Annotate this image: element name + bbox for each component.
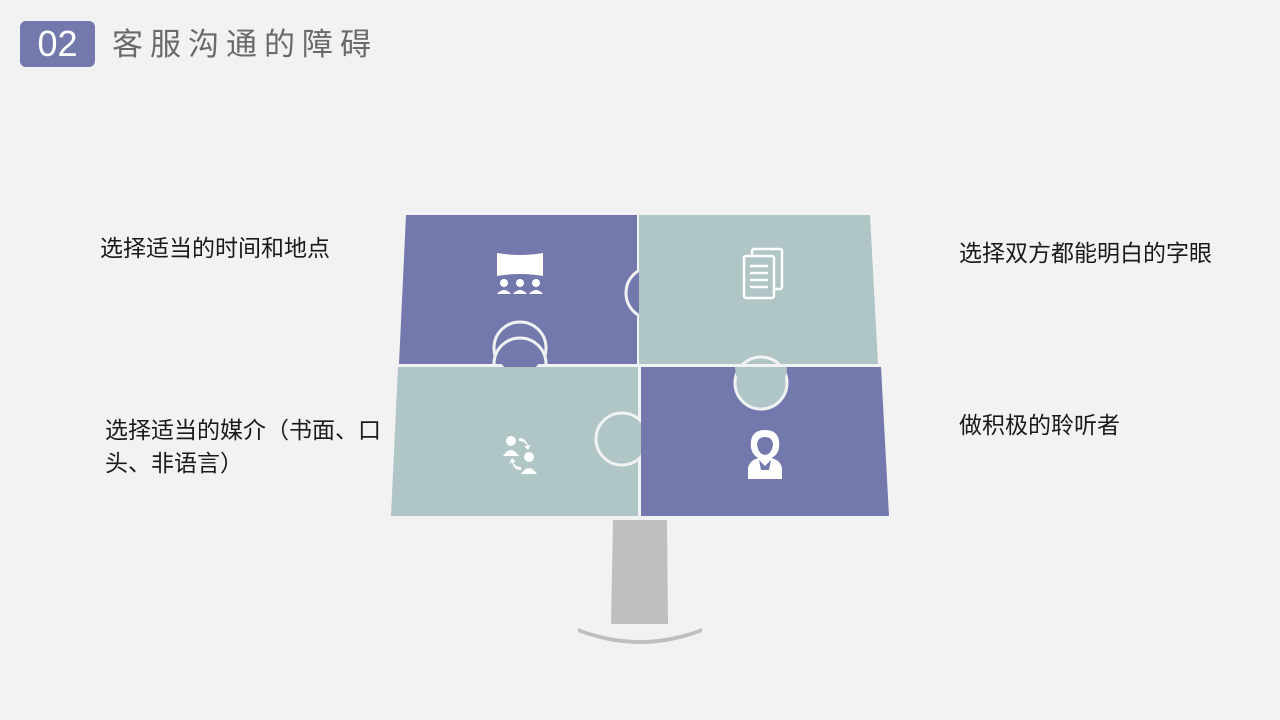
people-exchange-icon (503, 436, 537, 474)
puzzle-knobs (492, 336, 789, 411)
puzzle-piece-bottom-left (391, 367, 650, 516)
label-listener: 做积极的聆听者 (959, 413, 1120, 439)
documents-icon (742, 247, 784, 300)
label-medium: 选择适当的媒介（书面、口头、非语言） (105, 418, 381, 477)
presentation-audience-icon (497, 253, 543, 294)
board-stand (578, 520, 702, 644)
page-title: 客服沟通的障碍 (112, 27, 378, 63)
woman-avatar-icon (748, 430, 782, 479)
label-time-place: 选择适当的时间和地点 (100, 236, 330, 262)
section-number-badge: 02 (20, 21, 95, 67)
label-words: 选择双方都能明白的字眼 (959, 241, 1212, 267)
